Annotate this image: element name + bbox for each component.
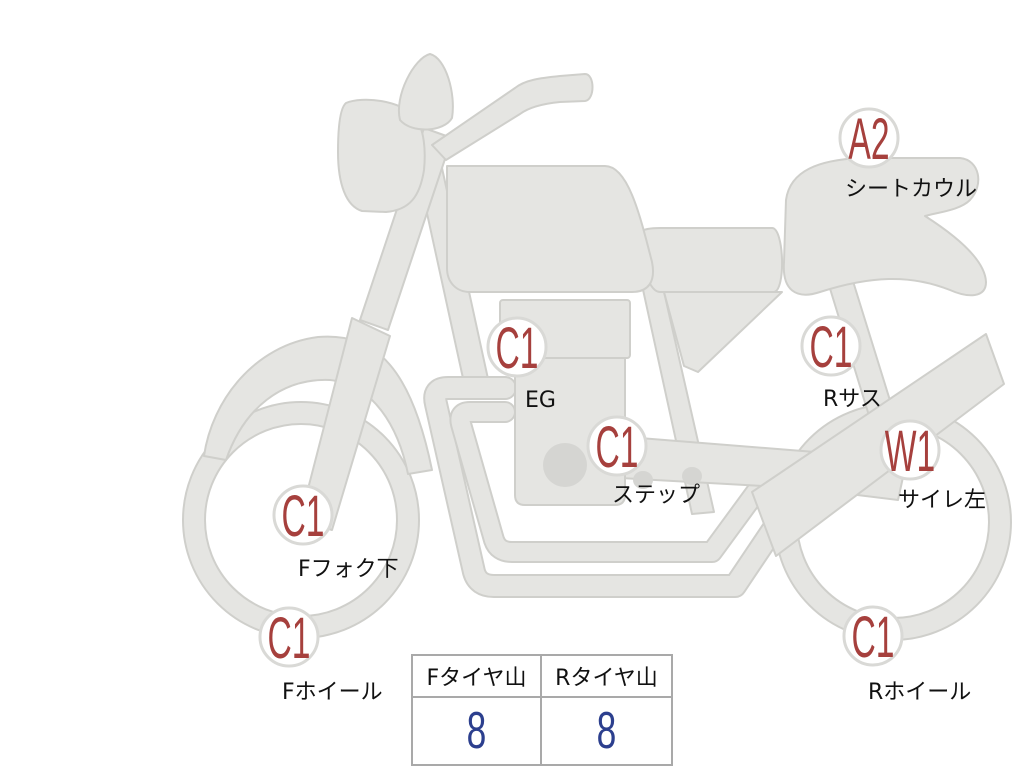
- footpeg-left: [633, 471, 653, 489]
- badge-circle: [842, 605, 904, 667]
- damage-code: C1: [595, 416, 638, 481]
- damage-marker-front-wheel: C1 Fホイール: [258, 606, 383, 705]
- badge-circle: [800, 315, 862, 377]
- front-tire-value: 8: [466, 702, 487, 760]
- damage-marker-rear-wheel: C1 Rホイール: [842, 605, 971, 705]
- front-tire-header: Fタイヤ山: [413, 656, 542, 698]
- handlebar: [431, 73, 594, 161]
- rear-tire-value: 8: [596, 702, 617, 760]
- damage-code: A2: [848, 108, 889, 173]
- damage-code: C1: [495, 317, 538, 382]
- damage-code: C1: [851, 606, 894, 671]
- damage-label: ステップ: [612, 483, 700, 508]
- damage-label: Fフォク下: [298, 557, 399, 582]
- damage-marker-step: C1 ステップ: [586, 415, 700, 508]
- front-fork-upper: [359, 127, 453, 331]
- damage-label: EG: [525, 388, 556, 413]
- damage-marker-engine: C1 EG: [486, 316, 556, 413]
- badge-circle: [838, 107, 900, 169]
- badge-circle: [272, 484, 334, 546]
- rear-tire-header: Rタイヤ山: [542, 656, 671, 698]
- front-fork-lower: [299, 317, 391, 531]
- damage-code: W1: [885, 420, 935, 485]
- badge-circle: [586, 415, 648, 477]
- damage-label: Fホイール: [282, 680, 383, 705]
- damage-label: シートカウル: [845, 177, 977, 202]
- damage-label: サイレ左: [898, 488, 986, 513]
- muffler: [751, 333, 1005, 557]
- damage-marker-rear-suspension: C1 Rサス: [800, 315, 882, 412]
- damage-marker-front-fork-lower: C1 Fフォク下: [272, 484, 399, 582]
- side-cover: [663, 291, 783, 373]
- engine-case-cover: [543, 443, 587, 487]
- badge-circle: [879, 419, 941, 481]
- damage-code: C1: [267, 607, 310, 672]
- tail-cowl: [782, 157, 987, 297]
- fuel-tank: [446, 165, 654, 293]
- badge-circle: [258, 606, 320, 668]
- footpeg-right: [682, 467, 702, 485]
- mirror: [397, 53, 454, 131]
- rear-tire-cell: 8: [542, 698, 671, 764]
- damage-marker-seat-cowl: A2 シートカウル: [838, 107, 977, 202]
- badge-circle: [486, 316, 548, 378]
- damage-code: C1: [809, 316, 852, 381]
- damage-label: Rホイール: [868, 680, 971, 705]
- tire-tread-table: Fタイヤ山 Rタイヤ山 8 8: [411, 654, 673, 766]
- damage-code: C1: [281, 485, 324, 550]
- damage-label: Rサス: [823, 387, 882, 412]
- seat: [638, 227, 783, 293]
- exhaust-pipe: [423, 376, 790, 598]
- damage-marker-silencer-left: W1 サイレ左: [879, 419, 986, 513]
- front-tire-cell: 8: [413, 698, 542, 764]
